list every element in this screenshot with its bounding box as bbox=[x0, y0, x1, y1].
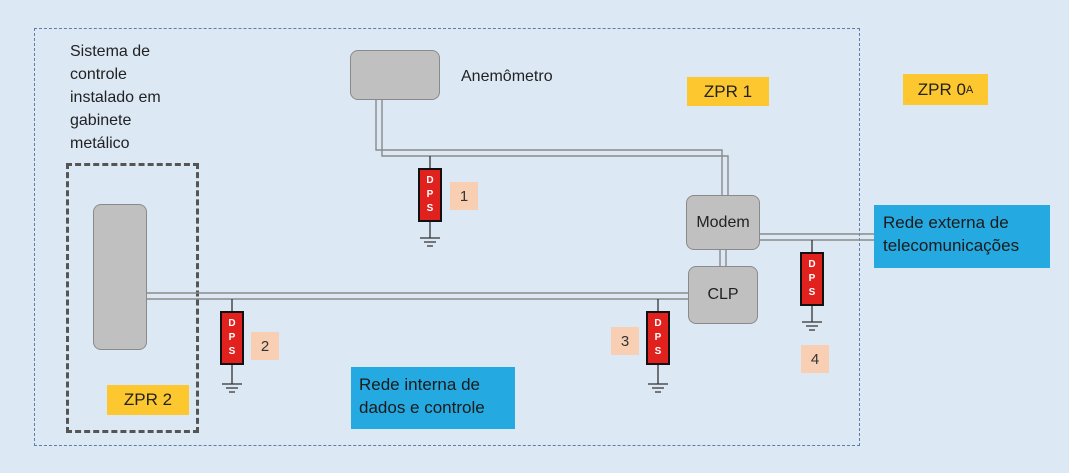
clp-label: CLP bbox=[707, 286, 739, 303]
external-network-box: Rede externa de telecomunicações bbox=[874, 205, 1050, 268]
modem-box: Modem bbox=[686, 195, 760, 250]
modem-label: Modem bbox=[696, 213, 750, 231]
anemometer-box bbox=[350, 50, 440, 100]
zpr1-boundary bbox=[34, 28, 860, 446]
zpr2-tag: ZPR 2 bbox=[107, 385, 189, 415]
dps-number-2: 2 bbox=[251, 332, 279, 360]
dps-number-4: 4 bbox=[801, 345, 829, 373]
anemometer-label: Anemômetro bbox=[461, 68, 553, 85]
clp-box: CLP bbox=[688, 266, 758, 324]
control-system-label: Sistema de controle instalado em gabinet… bbox=[70, 43, 161, 152]
zpr2-boundary bbox=[66, 163, 199, 433]
dps-number-3: 3 bbox=[611, 327, 639, 355]
zpr1-tag: ZPR 1 bbox=[687, 77, 769, 106]
internal-network-box: Rede interna de dados e controle bbox=[351, 367, 515, 429]
wire-anemometer-modem bbox=[375, 100, 723, 195]
dps-number-1: 1 bbox=[450, 182, 478, 210]
cabinet-device bbox=[93, 204, 147, 350]
